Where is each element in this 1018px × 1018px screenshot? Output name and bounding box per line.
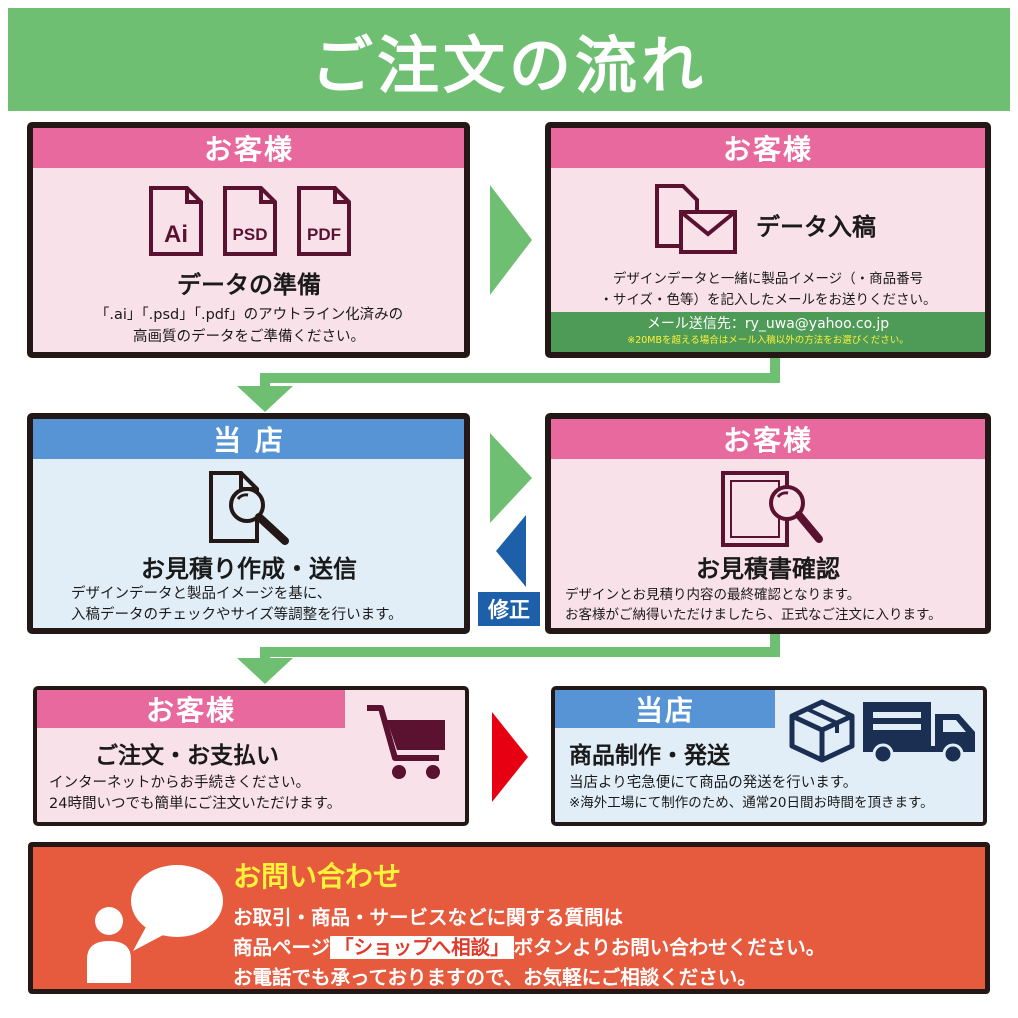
step-data-preparation: お客様 Ai PSD PDF データの準備 「.ai」「.psd」「.pdf」の… [27,122,470,358]
step-desc-line-2: お客様がご納得いただけましたら、正式なご注文に入ります。 [565,607,942,623]
step-estimate-creation: 当 店 お見積り作成・送信 デザインデータと製品イメージを基に、 入稿データのチ… [27,413,470,634]
mail-document-icon [655,184,737,254]
ai-file-icon [149,186,203,256]
contact-line-2-post: ボタンよりお問い合わせください。 [513,936,826,959]
arrow-right-icon [490,433,532,523]
mail-address: メール送信先：ry_uwa@yahoo.co.jp [646,316,890,332]
delivery-truck-icon [863,702,975,765]
step-order-payment: お客様 ご注文・お支払い インターネットからお手続きください。 24時間いつでも… [33,686,469,826]
contact-line-1: お取引・商品・サービスなどに関する質問は [233,906,624,929]
psd-file-icon [223,186,277,256]
contact-line-3: お電話でも承っておりますので、お気軽にご相談ください。 [233,966,757,989]
contact-line-2: 商品ページ「ショップへ相談」ボタンよりお問い合わせください。 [233,931,825,960]
step-desc-line-2: ・サイズ・色等）を記入したメールをお送りください。 [599,292,937,308]
title-banner: ご注文の流れ [8,8,1010,111]
step-desc-line-2: 入稿データのチェックやサイズ等調整を行います。 [71,607,403,623]
flow-connector-icon [237,358,780,412]
step-data-submission: お客様 データ入稿 デザインデータと一緒に製品イメージ（・商品番号 ・サイズ・色… [545,122,991,358]
step-title: 商品制作・発送 [569,743,730,769]
step-title: データの準備 [177,271,321,299]
step-desc-line-1: デザインデータと製品イメージを基に、 [71,586,332,602]
speech-bubble-person-icon [87,865,223,983]
flow-connector-icon [237,634,780,684]
step-desc-line-1: デザインデータと一緒に製品イメージ（・商品番号 [612,271,924,287]
mail-info-band: メール送信先：ry_uwa@yahoo.co.jp ※20MBを超える場合はメー… [551,312,985,352]
arrow-right-icon [490,185,532,295]
step-role-header: 当店 [555,690,775,728]
step-title: お見積書確認 [696,555,840,583]
step-desc-line-1: 当店より宅急便にて商品の発送を行います。 [569,775,858,791]
step-production-shipping: 当店 商品制作・発送 当店より宅急便にて商品の発送を行います。 ※海外工場にて制… [551,686,987,826]
ai-file-label: Ai [164,221,188,248]
document-search-icon [721,471,823,547]
step-desc-line-2: 高画質のデータをご準備ください。 [133,329,365,345]
step-role-header: お客様 [33,128,464,168]
step-title: お見積り作成・送信 [141,555,357,583]
step-title: データ入稿 [756,213,876,241]
step-desc-line-2: 24時間いつでも簡単にご注文いただけます。 [49,796,342,812]
package-box-icon [789,699,855,763]
step-role-header: お客様 [551,419,985,459]
contact-section: お問い合わせ お取引・商品・サービスなどに関する質問は 商品ページ「ショップへ相… [28,842,990,994]
step-role-header: お客様 [551,128,985,168]
step-estimate-confirmation: お客様 お見積書確認 デザインとお見積り内容の最終確認となります。 お客様がご納… [545,413,991,634]
shop-consult-button-label: 「ショップへ相談」 [330,936,514,959]
step-title: ご注文・お支払い [95,743,279,769]
contact-line-2-pre: 商品ページ [233,936,331,959]
arrow-right-icon [492,712,528,802]
step-desc-line-1: 「.ai」「.psd」「.pdf」のアウトライン化済みの [94,307,404,323]
step-role-header: 当 店 [33,419,464,459]
mail-size-note: ※20MBを超える場合はメール入稿以外の方法をお選びください。 [627,335,909,346]
document-search-icon [209,471,289,545]
shopping-cart-icon [367,705,445,779]
step-desc-line-1: インターネットからお手続きください。 [49,775,310,791]
psd-file-label: PSD [233,225,268,244]
pdf-file-icon [297,186,351,256]
step-role-header: お客様 [37,690,345,728]
contact-title: お問い合わせ [233,860,402,893]
step-desc-line-2: ※海外工場にて制作のため、通常20日間お時間を頂きます。 [569,795,934,811]
pdf-file-label: PDF [307,225,341,244]
step-desc-line-1: デザインとお見積り内容の最終確認となります。 [565,587,861,603]
page-title: ご注文の流れ [310,28,707,102]
revision-badge: 修正 [478,592,540,626]
arrow-left-icon [496,515,526,587]
file-icons-group: Ai PSD PDF [149,186,351,256]
